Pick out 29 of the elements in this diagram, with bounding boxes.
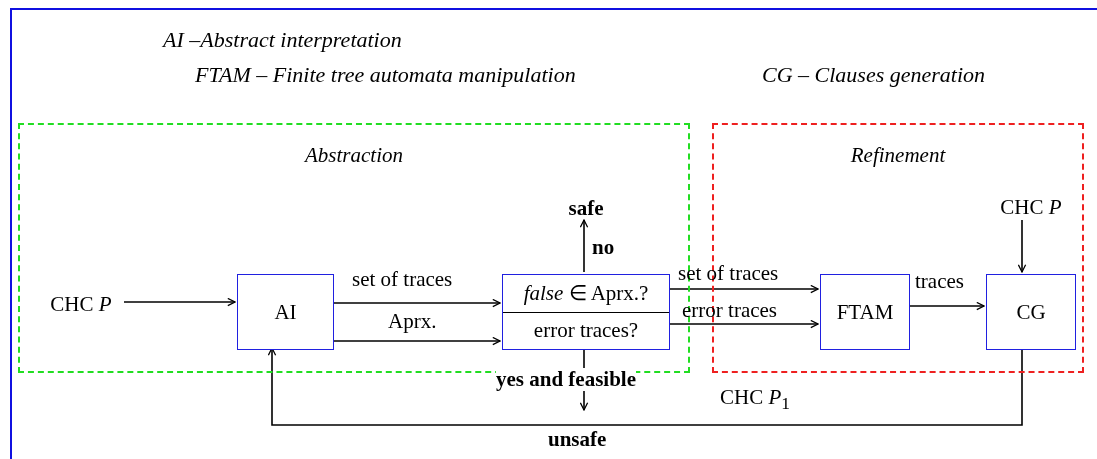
legend-note: CG – Clauses generation — [762, 63, 986, 88]
legend-note: FTAM – Finite tree automata manipulation — [195, 63, 576, 88]
node-text: CHC P — [1000, 194, 1062, 220]
box-label: FTAM — [836, 299, 894, 325]
process-box — [986, 274, 1076, 350]
edge-label: yes and feasible — [496, 368, 636, 392]
node-text: safe — [568, 195, 604, 221]
outcome-text: unsafe — [548, 428, 607, 452]
edge-label: no — [592, 236, 615, 260]
box-label: AI — [274, 299, 297, 325]
legend-note: AI –Abstract interpretation — [163, 28, 402, 53]
condition-text: false ∈ Aprx.? — [523, 280, 649, 306]
process-box — [237, 274, 334, 350]
edge-label: error traces — [682, 299, 777, 323]
edge-label: Aprx. — [388, 310, 437, 334]
region-title: Refinement — [850, 143, 946, 168]
arrow — [1017, 219, 1027, 273]
box-label: CG — [1016, 299, 1046, 325]
edge-label: set of traces — [352, 268, 453, 292]
arrow — [123, 297, 236, 307]
process-box — [820, 274, 910, 350]
arrow — [579, 219, 589, 273]
node-text: CHC P — [50, 291, 112, 317]
edge-label: traces — [915, 270, 964, 294]
condition-text: error traces? — [533, 318, 639, 344]
edge-label: CHC P$_{1}$ — [720, 386, 790, 414]
edge-label: set of traces — [678, 262, 779, 286]
region-title: Abstraction — [305, 143, 403, 168]
decision-box — [502, 274, 670, 350]
